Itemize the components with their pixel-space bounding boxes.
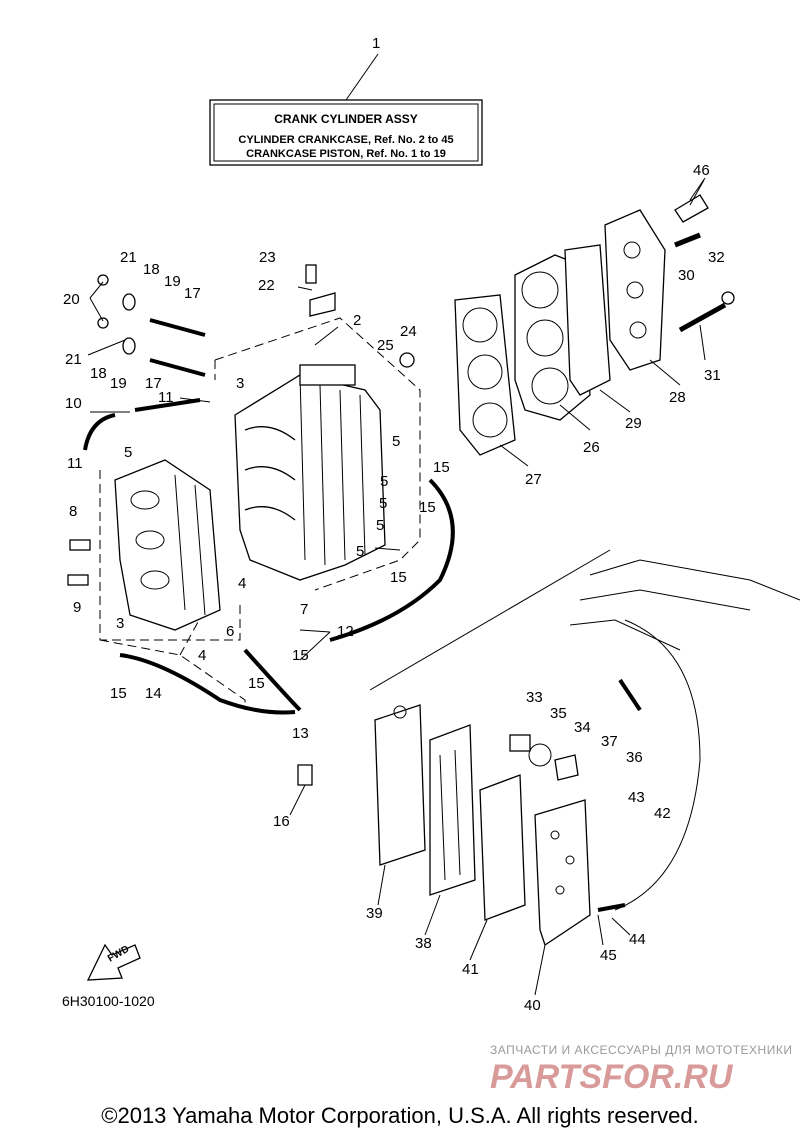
callout-34: 34 [574,719,591,736]
callout-32: 32 [708,249,725,266]
callout-15d: 15 [292,647,309,664]
callout-27: 27 [525,471,542,488]
callout-15a: 15 [433,459,450,476]
callout-25: 25 [377,337,394,354]
callout-4b: 4 [198,647,206,664]
copyright-notice: ©2013 Yamaha Motor Corporation, U.S.A. A… [101,1103,699,1128]
callout-42: 42 [654,805,671,822]
callout-15e: 15 [248,675,265,692]
hull-sketch [369,549,800,691]
callout-5b: 5 [392,433,400,450]
hoses [83,398,701,912]
callout-11b: 11 [67,455,83,472]
callout-5c: 5 [380,473,388,490]
callout-21a: 21 [120,249,137,266]
callout-33: 33 [526,689,543,706]
crankcase-block [234,364,386,581]
callout-15b: 15 [419,499,436,516]
callout-20: 20 [63,291,80,308]
exhaust-outer-cover-40 [534,799,591,947]
callout-18b: 18 [90,365,107,382]
callout-26: 26 [583,439,600,456]
crankcase-left-half [114,459,221,631]
watermark: ЗАПЧАСТИ И АКСЕССУАРЫ ДЛЯ МОТОТЕХНИКИ PA… [490,1043,792,1096]
callout-23: 23 [259,249,276,266]
callout-15c: 15 [390,569,407,586]
callout-9: 9 [73,599,81,616]
cylinder-gasket [454,294,516,456]
callout-39: 39 [366,905,383,922]
callout-30: 30 [678,267,695,284]
title-box-line1: CYLINDER CRANKCASE, Ref. No. 2 to 45 [238,134,453,146]
callout-1: 1 [372,35,380,52]
callout-8: 8 [69,503,77,520]
head-cover-gasket [564,244,611,396]
callout-5a: 5 [124,444,132,461]
leader-lines [87,177,706,996]
callout-5d: 5 [379,495,387,512]
exhaust-gasket-39 [374,704,426,866]
callout-38: 38 [415,935,432,952]
callout-19b: 19 [110,375,127,392]
callout-5e: 5 [376,517,384,534]
assembly-outline [99,317,421,710]
title-box-heading: CRANK CYLINDER ASSY [274,112,418,126]
watermark-logo: PARTSFOR.RU [490,1058,734,1096]
small-parts [67,264,415,786]
callout-numbers: 1 2 3 3 4 4 5 5 5 5 5 5 6 7 8 9 10 11 11… [63,35,725,1014]
callout-6: 6 [226,623,234,640]
callout-11a: 11 [158,389,174,406]
callout-31: 31 [704,367,721,384]
callout-17b: 17 [145,375,162,392]
callout-18a: 18 [143,261,160,278]
callout-35: 35 [550,705,567,722]
callout-24: 24 [400,323,417,340]
callout-29: 29 [625,415,642,432]
callout-14: 14 [145,685,162,702]
title-box-line2: CRANKCASE PISTON, Ref. No. 1 to 19 [246,148,446,160]
fwd-arrow-icon: FWD [86,944,141,981]
callout-4a: 4 [238,575,246,592]
callout-17a: 17 [184,285,201,302]
callout-41: 41 [462,961,479,978]
head-cover [604,209,666,371]
callout-19a: 19 [164,273,181,290]
callout-15f: 15 [110,685,127,702]
exhaust-inner-cover-38 [429,724,476,896]
thermostat-group [509,734,579,781]
callout-10: 10 [65,395,82,412]
callout-21b: 21 [65,351,82,368]
thermo-switch [674,179,709,223]
callout-13: 13 [292,725,309,742]
callout-36: 36 [626,749,643,766]
callout-22: 22 [258,277,275,294]
callout-40: 40 [524,997,541,1014]
callout-43: 43 [628,789,645,806]
callout-7: 7 [300,601,308,618]
bolts [674,232,735,333]
callout-37: 37 [601,733,618,750]
callout-44: 44 [629,931,646,948]
callout-2: 2 [353,312,361,329]
callout-45: 45 [600,947,617,964]
exhaust-gasket-41 [479,774,526,921]
callout-3b: 3 [116,615,124,632]
diagram-code: 6H30100-1020 [62,993,155,1009]
callout-12: 12 [337,623,354,640]
callout-28: 28 [669,389,686,406]
title-box: CRANK CYLINDER ASSY CYLINDER CRANKCASE, … [209,53,483,166]
callout-46: 46 [693,162,710,179]
callout-5f: 5 [356,543,364,560]
callout-3a: 3 [236,375,244,392]
watermark-tagline: ЗАПЧАСТИ И АКСЕССУАРЫ ДЛЯ МОТОТЕХНИКИ [490,1043,792,1057]
callout-16: 16 [273,813,290,830]
